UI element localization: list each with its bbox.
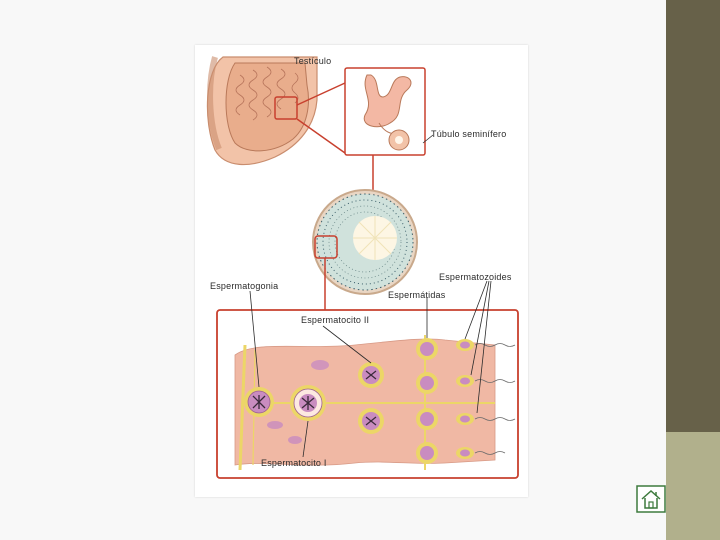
label-tubulo-seminifero: Túbulo seminífero — [431, 129, 506, 139]
label-espermatogonia: Espermatogonia — [210, 281, 278, 291]
diagram-panel: Testículo Túbulo seminífero Espermatozoi… — [195, 45, 528, 497]
label-espermatocito-ii: Espermatocito II — [301, 315, 369, 325]
spermatocyte-i-cell — [290, 385, 326, 421]
sidebar-dark-block — [666, 0, 720, 432]
label-testiculo: Testículo — [294, 56, 331, 66]
spermatogenesis-diagram — [195, 45, 528, 497]
spermatogonia-cell — [244, 387, 274, 417]
tubule-cross-section — [313, 190, 417, 294]
tubule-box — [345, 68, 425, 155]
testis-illustration — [207, 57, 317, 165]
label-espermatozoides: Espermatozoides — [439, 272, 512, 282]
home-button[interactable] — [636, 485, 666, 513]
home-icon — [636, 485, 666, 513]
label-espermatidas: Espermátidas — [388, 290, 445, 300]
sidebar-light-block — [666, 432, 720, 540]
label-espermatocito-i: Espermatocito I — [261, 458, 327, 468]
